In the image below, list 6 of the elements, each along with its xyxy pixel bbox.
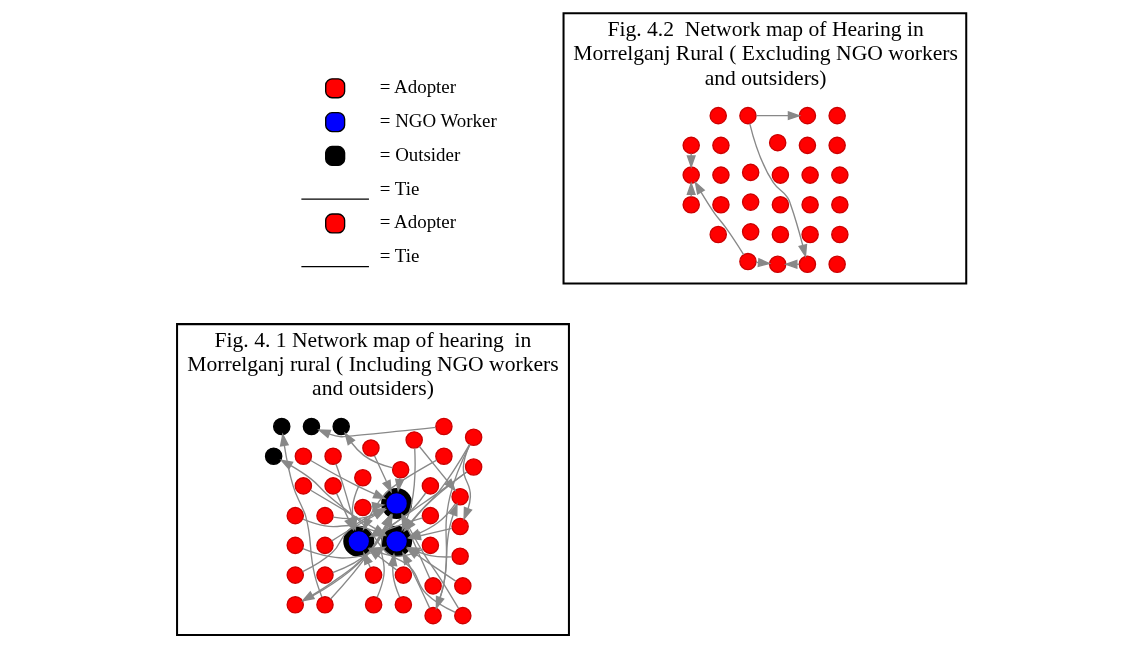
legend-label: = Adopter [379,211,457,233]
legend-label: = Tie [379,245,420,267]
legend-label: = Adopter [379,76,457,98]
legend-label: = NGO Worker [379,110,497,132]
legend-label: = Tie [379,177,420,199]
legend-label: = Outsider [379,143,461,165]
